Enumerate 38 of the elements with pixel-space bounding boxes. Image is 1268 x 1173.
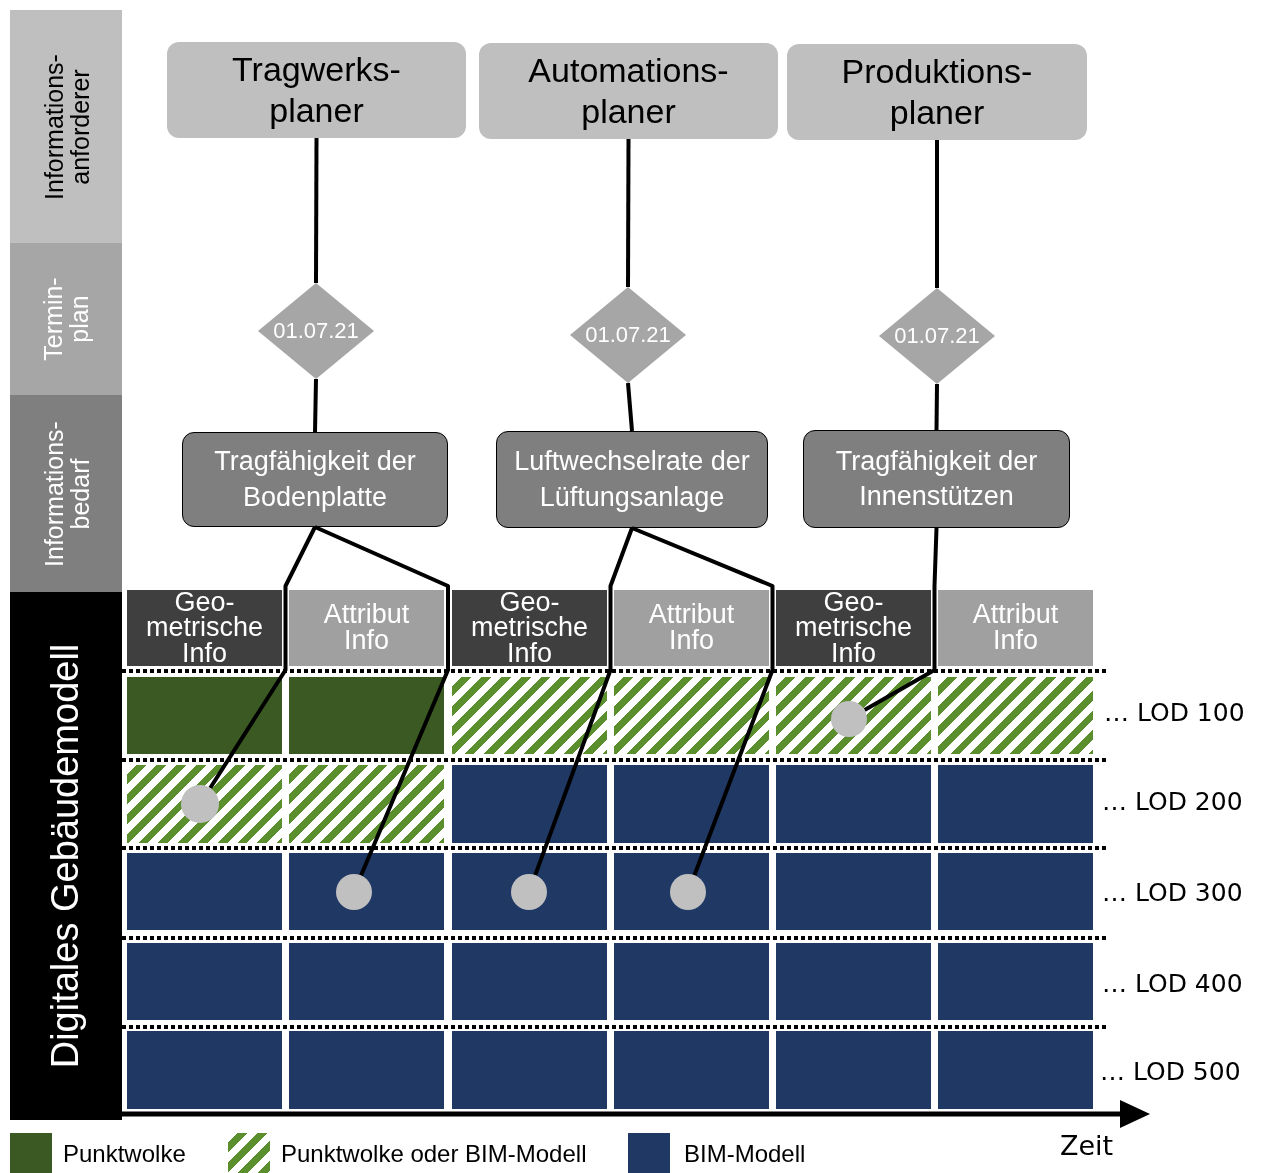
level-label: … LOD 200	[1102, 787, 1243, 816]
axis-label: Zeit	[1060, 1130, 1114, 1161]
column-header: Geo- metrische Info	[776, 590, 931, 666]
row-header-band: Digitales Gebäudemodell	[10, 592, 122, 1120]
requirement-box: Tragfähigkeit der Innenstützen	[803, 430, 1070, 528]
level-label: … LOD 500	[1100, 1057, 1241, 1086]
connector-line	[935, 140, 939, 288]
column-header: Geo- metrische Info	[452, 590, 607, 666]
row-header-band: Termin- plan	[10, 243, 122, 395]
role-box: Automations- planer	[479, 43, 778, 139]
level-label: … LOD 400	[1102, 969, 1243, 998]
connector-line	[626, 139, 631, 287]
requirement-box: Luftwechselrate der Lüftungsanlage	[496, 431, 768, 528]
connector-line	[533, 527, 634, 876]
date-diamond: 01.07.21	[879, 288, 995, 384]
role-box: Tragwerks- planer	[167, 42, 466, 138]
level-label: … LOD 300	[1102, 878, 1243, 907]
connector-line	[314, 138, 319, 283]
connector-line	[314, 525, 450, 877]
level-label: … LOD 100	[1104, 698, 1245, 727]
legend-label: Punktwolke	[63, 1140, 186, 1168]
column-header: Attribut Info	[938, 590, 1093, 666]
connector-line	[863, 527, 939, 712]
legend-label: BIM-Modell	[684, 1140, 806, 1168]
connector-line	[631, 526, 775, 876]
row-header-band: Informations- bedarf	[10, 395, 122, 592]
connector-line	[313, 378, 318, 433]
connector-line	[934, 383, 939, 431]
date-diamond: 01.07.21	[258, 283, 374, 379]
legend-label: Punktwolke oder BIM-Modell	[281, 1140, 587, 1168]
connector-line	[626, 382, 634, 432]
column-header: Geo- metrische Info	[127, 590, 282, 666]
row-header-band: Informations- anforderer	[10, 10, 122, 243]
date-diamond: 01.07.21	[570, 287, 686, 383]
role-box: Produktions- planer	[787, 44, 1087, 140]
requirement-box: Tragfähigkeit der Bodenplatte	[182, 432, 448, 527]
column-header: Attribut Info	[289, 590, 444, 666]
column-header: Attribut Info	[614, 590, 769, 666]
